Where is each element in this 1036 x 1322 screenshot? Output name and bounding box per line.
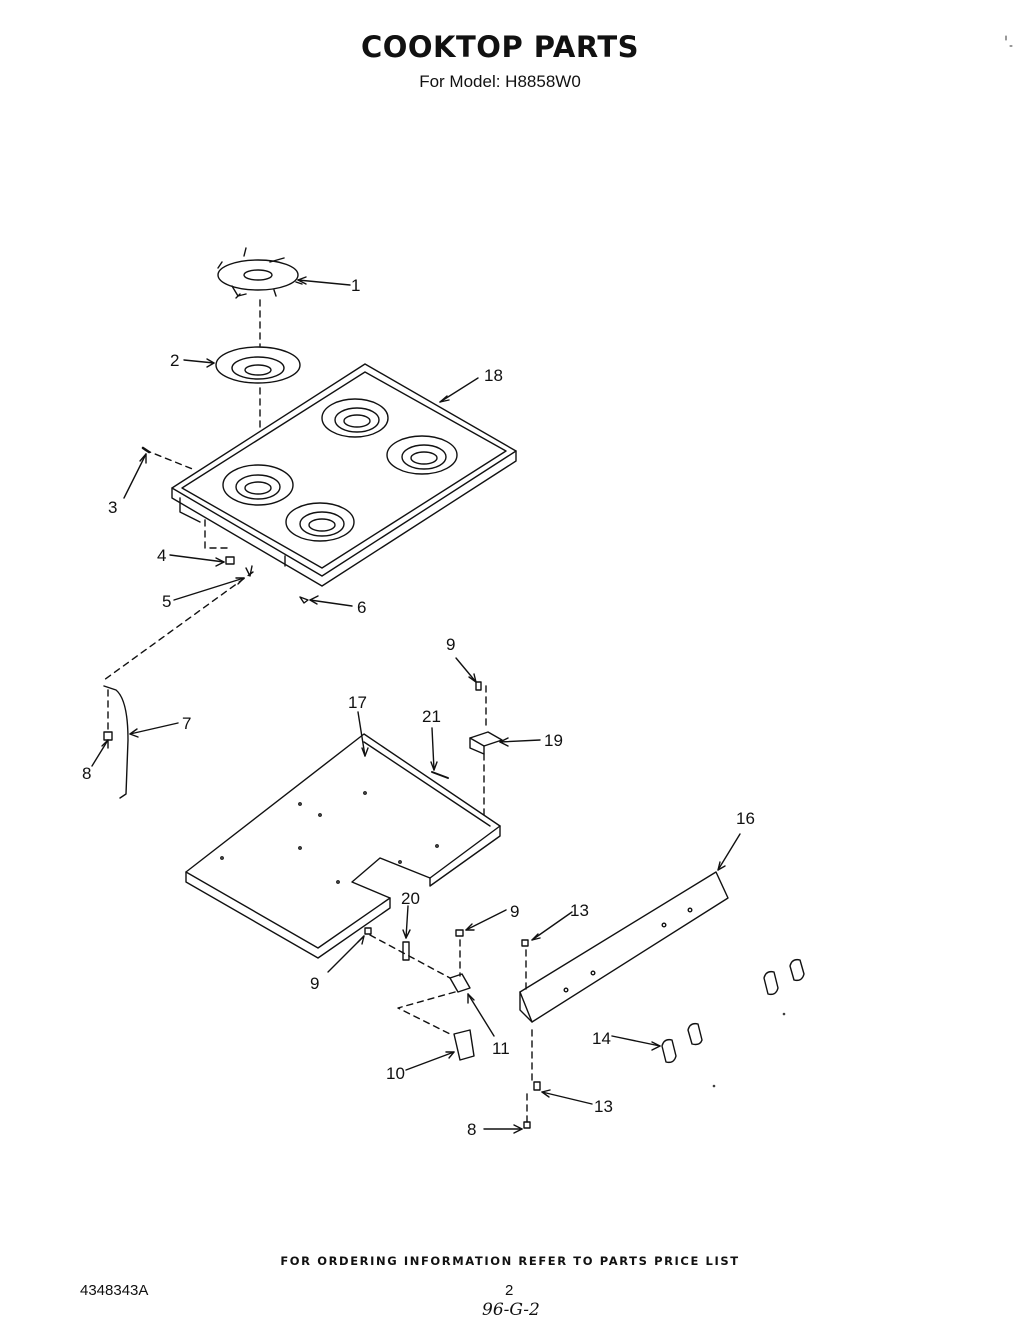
callout-4: 4	[157, 546, 166, 565]
scan-marks	[712, 35, 1013, 1088]
alignment-lines	[103, 299, 533, 1123]
callout-14: 14	[592, 1029, 611, 1048]
burner-grate-part	[217, 247, 303, 299]
callout-6: 6	[357, 598, 366, 617]
callout-20: 20	[401, 889, 420, 908]
handwritten-note: 96-G-2	[482, 1300, 540, 1320]
callout-10: 10	[386, 1064, 405, 1083]
leader-arrows	[91, 276, 741, 1134]
callout-9a: 9	[446, 635, 455, 654]
callout-8b: 8	[467, 1120, 476, 1139]
callout-labels: 1 2 18 3 4 5 6 9 17 21 7 19 8 16 20 9 13…	[82, 276, 755, 1139]
control-knobs-part-14	[661, 958, 805, 1064]
page-title: COOKTOP PARTS	[360, 30, 640, 64]
callout-9b: 9	[510, 902, 519, 921]
page-number: 2	[505, 1282, 514, 1299]
callout-5: 5	[162, 592, 171, 611]
lower-bracket-parts	[364, 927, 475, 1061]
control-panel-part-16	[519, 871, 729, 1129]
callout-16: 16	[736, 809, 755, 828]
callout-7: 7	[182, 714, 191, 733]
strip-part-21	[431, 771, 449, 779]
callout-13b: 13	[594, 1097, 613, 1116]
bottom-pan-part	[185, 733, 501, 959]
callout-2: 2	[170, 351, 179, 370]
cooktop-main-part	[171, 363, 517, 587]
document-number: 4348343A	[80, 1282, 149, 1299]
callout-1: 1	[351, 276, 360, 295]
callout-9c: 9	[310, 974, 319, 993]
callout-3: 3	[108, 498, 117, 517]
callout-13a: 13	[570, 901, 589, 920]
bracket-part-19	[469, 681, 503, 755]
callout-21: 21	[422, 707, 441, 726]
callout-11: 11	[492, 1039, 510, 1058]
callout-17: 17	[348, 693, 367, 712]
ordering-info-note: FOR ORDERING INFORMATION REFER TO PARTS …	[280, 1254, 740, 1268]
small-hardware-parts	[141, 446, 309, 604]
drip-bowl-part	[215, 346, 301, 384]
model-subtitle: For Model: H8858W0	[419, 72, 581, 91]
callout-8a: 8	[82, 764, 91, 783]
callout-19: 19	[544, 731, 563, 750]
callout-18: 18	[484, 366, 503, 385]
